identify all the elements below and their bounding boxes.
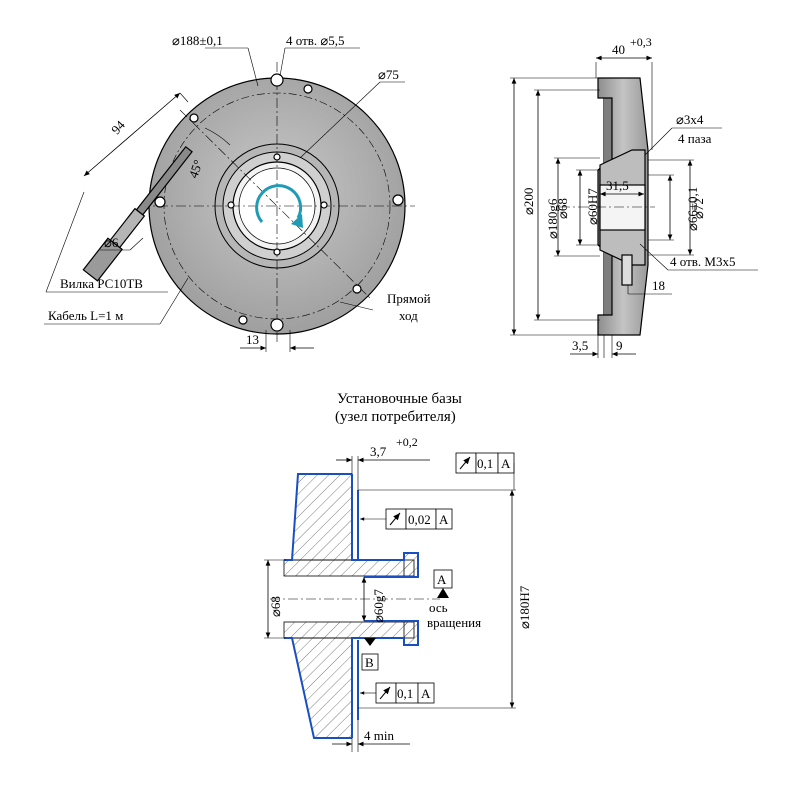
mount-dia-180H7: ⌀180H7 [517, 585, 532, 629]
dim-40: 40 [612, 42, 625, 57]
axis-label-2: вращения [427, 615, 481, 630]
dim-40-tol: +0,3 [630, 35, 652, 49]
holes-m3x5: 4 отв. М3х5 [670, 254, 735, 269]
dim-dia-72: ⌀72 [691, 198, 706, 219]
dim-dia-68: ⌀68 [555, 198, 570, 219]
dim-3-7-tol: +0,2 [396, 435, 418, 449]
tol-mid-datum: A [439, 512, 449, 527]
shaft-top [283, 559, 415, 577]
housing-bottom [291, 637, 353, 739]
dim-3-7: 3,7 [370, 444, 387, 459]
connector-label: Вилка РС10ТВ [60, 276, 143, 291]
cable-label: Кабель L=1 м [48, 308, 123, 323]
mounting-title-2: (узел потребителя) [335, 409, 456, 425]
tolerance-frame-mid: 0,02 A [360, 508, 453, 530]
front-view: 94 45° ⌀188±0,1 4 отв. ⌀5,5 ⌀75 ⌀6 Вилка… [44, 33, 431, 352]
dim-31-5: 31,5 [606, 178, 629, 193]
tol-bot-datum: A [421, 686, 431, 701]
hub-holes [227, 153, 328, 256]
dim-13: 13 [246, 332, 259, 347]
direction-label-2: ход [399, 308, 418, 323]
shaft-bottom [283, 621, 415, 639]
rim-holes [154, 73, 404, 332]
tolerance-frame-bot: 0,1 A [360, 682, 435, 704]
dim-18: 18 [652, 278, 665, 293]
tol-mid-value: 0,02 [408, 512, 431, 527]
dim-dia-200: ⌀200 [521, 188, 536, 215]
dim-4-min: 4 min [364, 728, 394, 743]
datum-b-box [361, 653, 379, 671]
blue-outline-top [351, 474, 419, 578]
mount-dia-60g7: ⌀60g7 [371, 589, 386, 623]
datum-a: A [437, 572, 447, 587]
tolerance-frame-top: 0,1 A [455, 452, 515, 490]
dim-dia-188: ⌀188±0,1 [172, 33, 223, 48]
rotation-arrow [255, 184, 303, 223]
dim-dia-3x4: ⌀3x4 [676, 112, 704, 127]
tol-top-datum: A [501, 456, 511, 471]
holes-4-label: 4 отв. ⌀5,5 [286, 33, 344, 48]
tol-bot-value: 0,1 [397, 686, 413, 701]
dim-dia-6: ⌀6 [104, 235, 119, 250]
mounting-view: Установочные базы (узел потребителя) 3,7… [264, 391, 532, 752]
direction-label-1: Прямой [387, 291, 431, 306]
angle-45: 45° [185, 158, 205, 180]
blue-outline-bottom [351, 620, 419, 738]
dim-dia-60H7: ⌀60H7 [585, 188, 600, 225]
side-view: 40 +0,3 ⌀3x4 4 паза ⌀200 ⌀180g6 ⌀68 ⌀60H… [510, 35, 758, 358]
mounting-title-1: Установочные базы [337, 391, 462, 407]
dim-94: 94 [108, 117, 128, 137]
datum-b: B [365, 655, 374, 670]
dim-dia-75: ⌀75 [378, 67, 399, 82]
dim-9: 9 [616, 338, 623, 353]
axis-label-1: ось [429, 600, 448, 615]
housing-top [291, 473, 353, 561]
mount-dia-68: ⌀68 [268, 596, 283, 617]
tol-top-value: 0,1 [477, 456, 493, 471]
slots-4: 4 паза [678, 131, 712, 146]
dim-3-5: 3,5 [572, 338, 588, 353]
